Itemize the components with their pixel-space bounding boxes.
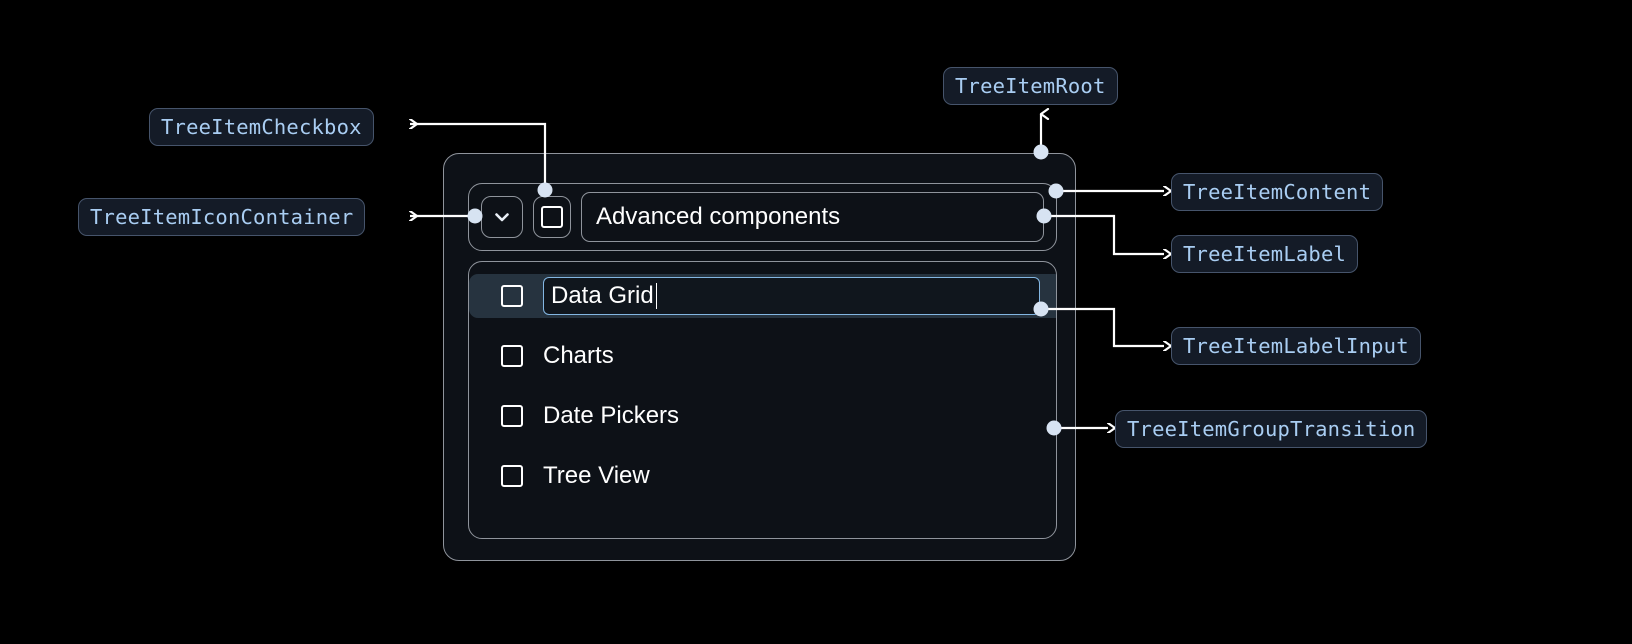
annotation-tree-item-checkbox: TreeItemCheckbox [149,108,374,146]
annotation-label: TreeItemIconContainer [90,205,354,229]
tree-item-content[interactable]: Advanced components [468,183,1057,251]
checkbox-unchecked-icon[interactable] [501,465,523,487]
tree-item-label-text: Charts [543,342,614,369]
annotation-tree-item-group-transition: TreeItemGroupTransition [1115,410,1428,448]
tree-item-child-row[interactable]: Date Pickers [469,394,1056,438]
tree-item-child-row[interactable]: Charts [469,334,1056,378]
checkbox-unchecked-icon[interactable] [501,285,523,307]
annotation-label: TreeItemGroupTransition [1127,417,1416,441]
tree-item-icon-container[interactable] [481,196,523,238]
annotation-label: TreeItemLabel [1183,242,1347,266]
tree-item-root[interactable]: Advanced components Data Grid Charts Dat… [443,153,1076,561]
annotation-tree-item-label: TreeItemLabel [1171,235,1359,273]
tree-item-child-row[interactable]: Data Grid [469,274,1056,318]
annotation-label: TreeItemLabelInput [1183,334,1409,358]
annotation-tree-item-content: TreeItemContent [1171,173,1384,211]
tree-item-checkbox[interactable] [533,196,571,238]
tree-item-label-text: Date Pickers [543,402,680,429]
text-caret [655,283,658,309]
tree-item-label-input-value: Data Grid [551,282,654,309]
tree-item-label-input[interactable]: Data Grid [543,277,1040,315]
tree-item-label-text: Advanced components [596,203,841,230]
tree-item-child-row[interactable]: Tree View [469,454,1056,498]
checkbox-unchecked-icon [541,206,563,228]
annotation-label: TreeItemCheckbox [161,115,362,139]
checkbox-unchecked-icon[interactable] [501,345,523,367]
annotation-tree-item-root: TreeItemRoot [943,67,1118,105]
annotation-label: TreeItemContent [1183,180,1372,204]
checkbox-unchecked-icon[interactable] [501,405,523,427]
tree-item-group-transition: Data Grid Charts Date Pickers Tree View [468,261,1057,539]
annotation-tree-item-icon-container: TreeItemIconContainer [78,198,366,236]
tree-item-label[interactable]: Advanced components [581,192,1044,242]
chevron-down-icon [490,205,514,229]
annotation-tree-item-label-input: TreeItemLabelInput [1171,327,1421,365]
annotation-label: TreeItemRoot [955,74,1106,98]
tree-item-label-text: Tree View [543,462,650,489]
